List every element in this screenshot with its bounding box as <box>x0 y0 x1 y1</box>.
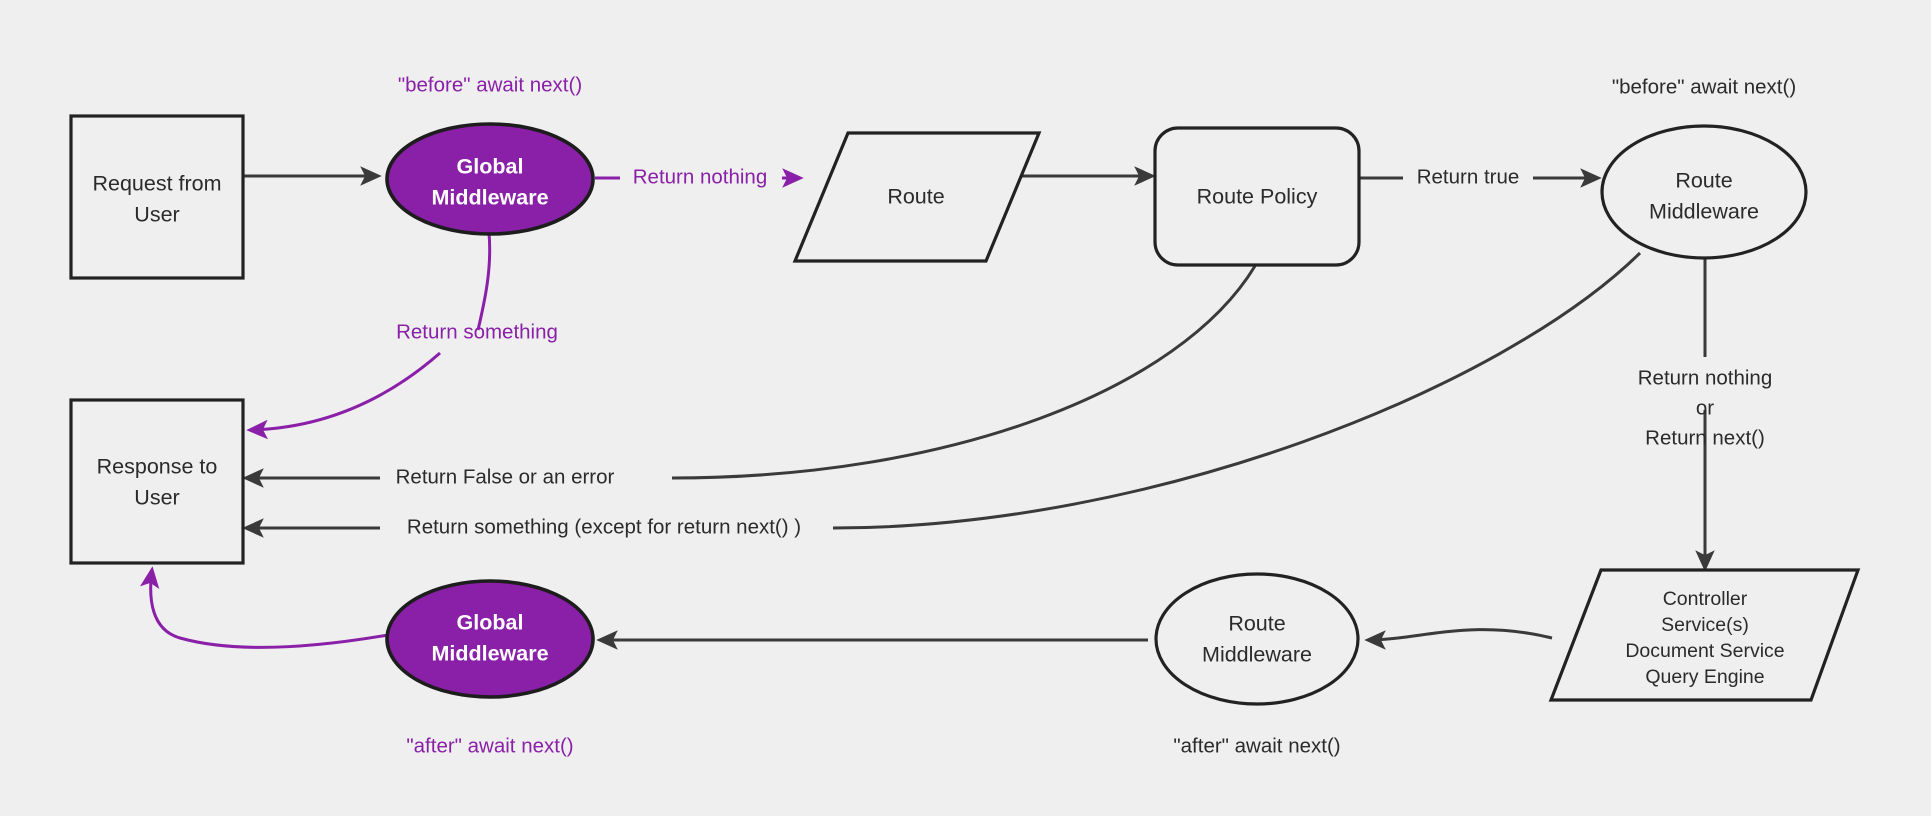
annotation-after-await-next-bottom-left: "after" await next() <box>406 734 573 757</box>
node-request-from-user[interactable] <box>69 114 245 280</box>
node-response-to-user-label-line1: Response to <box>97 455 218 479</box>
annotation-before-await-next-top-right: "before" await next() <box>1612 75 1796 98</box>
node-global-middleware-bottom-label-line2: Middleware <box>431 642 548 666</box>
node-route-policy[interactable] <box>1153 126 1361 267</box>
node-global-middleware-bottom-label-line1: Global <box>457 611 524 635</box>
node-global-middleware-top[interactable] <box>385 122 595 236</box>
node-controller-services-label-line4: Query Engine <box>1645 666 1764 688</box>
node-global-middleware-bottom[interactable] <box>385 579 595 699</box>
edge-label-route-mw-return-line1: Return nothing <box>1638 366 1772 389</box>
edge-label-return-something-global: Return something <box>396 320 558 343</box>
edge-label-return-true: Return true <box>1417 165 1520 188</box>
node-controller-services-label-line3: Document Service <box>1625 640 1784 662</box>
node-controller-services-label-line2: Service(s) <box>1661 614 1749 636</box>
node-route-label: Route <box>887 185 944 209</box>
edge-global-middleware-to-label-something <box>476 232 492 331</box>
node-route-middleware-bottom-label-line2: Middleware <box>1202 643 1312 667</box>
edge-label-route-mw-return-line3: Return next() <box>1645 426 1765 449</box>
node-route-middleware-bottom-label-line1: Route <box>1228 612 1285 636</box>
node-route-policy-label: Route Policy <box>1197 185 1318 209</box>
node-response-to-user-label-line2: User <box>134 486 179 510</box>
node-global-middleware-top-label-line2: Middleware <box>431 186 548 210</box>
edge-label-return-nothing-global: Return nothing <box>633 165 767 188</box>
annotation-after-await-next-bottom-right: "after" await next() <box>1173 734 1340 757</box>
annotation-before-await-next-top-left: "before" await next() <box>398 73 582 96</box>
node-route-middleware-top[interactable] <box>1600 124 1808 260</box>
edge-controller-to-route-middleware-bottom <box>1364 628 1553 650</box>
node-response-to-user[interactable] <box>69 398 245 565</box>
node-route-middleware-top-label-line1: Route <box>1675 169 1732 193</box>
edge-route-policy-to-label-false <box>671 265 1257 480</box>
node-controller-services[interactable] <box>1548 568 1861 702</box>
node-route-middleware-bottom[interactable] <box>1154 572 1360 706</box>
node-global-middleware-top-label-line1: Global <box>457 155 524 179</box>
edge-label-return-false-or-error: Return False or an error <box>396 465 615 488</box>
node-route-middleware-top-label-line2: Middleware <box>1649 200 1759 224</box>
edge-label-something-to-response <box>246 351 441 440</box>
edge-label-route-mw-return-line2: or <box>1696 396 1714 419</box>
node-controller-services-label-line1: Controller <box>1663 588 1748 610</box>
edge-label-return-something-except: Return something (except for return next… <box>407 515 801 538</box>
node-request-from-user-label-line2: User <box>134 203 179 227</box>
edge-global-middleware-bottom-to-response <box>139 566 389 649</box>
node-request-from-user-label-line1: Request from <box>92 172 221 196</box>
edge-route-middleware-to-label-something-except <box>832 251 1642 530</box>
node-route[interactable] <box>792 131 1042 263</box>
